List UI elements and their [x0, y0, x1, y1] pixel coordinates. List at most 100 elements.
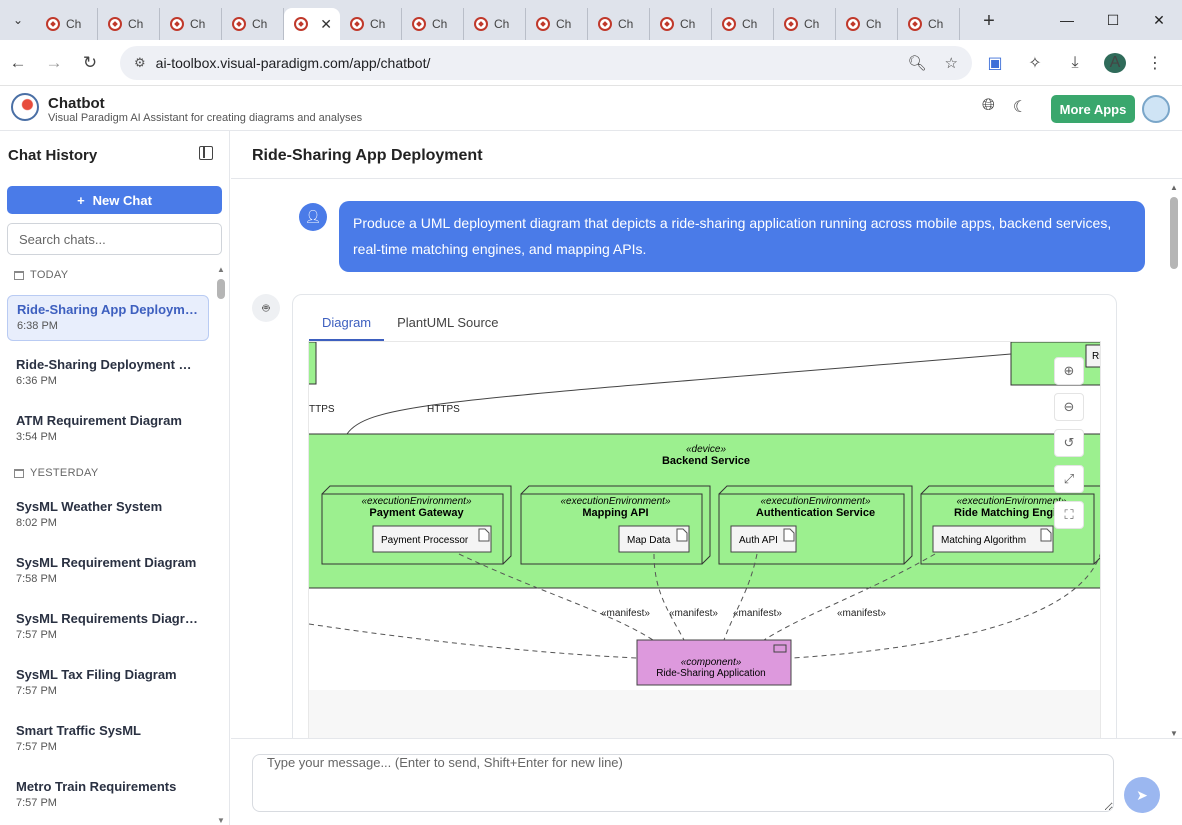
browser-tab[interactable]: Ch — [464, 8, 526, 40]
forward-icon[interactable]: → — [36, 53, 72, 73]
download-icon[interactable]: ⤓ — [1064, 54, 1086, 72]
env-name: Payment Gateway — [369, 507, 464, 519]
tab-search-icon[interactable]: ⌄ — [0, 0, 36, 40]
zoom-icon[interactable]: 🔍︎ — [908, 54, 927, 72]
zoom-in-icon[interactable]: ⊕ — [1054, 357, 1084, 385]
search-chats-input[interactable] — [7, 223, 222, 255]
tab-label: Ch — [680, 17, 695, 31]
url-field[interactable]: ⚙ ai-toolbox.visual-paradigm.com/app/cha… — [120, 46, 972, 80]
env-stereotype: «executionEnvironment» — [956, 496, 1067, 507]
scroll-up-icon[interactable]: ▲ — [1170, 183, 1178, 192]
sidebar-toggle-icon[interactable] — [199, 146, 213, 160]
scroll-up-icon[interactable]: ▲ — [217, 265, 225, 274]
new-tab-icon[interactable]: + — [974, 10, 1004, 33]
sidebar-scrollbar[interactable]: ▲ ▼ — [216, 265, 226, 825]
chat-title: Ride-Sharing App Deployment — [252, 147, 483, 165]
diagram-canvas[interactable]: Ri TTPS HTTPS «device» Backend Service «… — [308, 341, 1101, 754]
reset-view-icon[interactable]: ↺ — [1054, 429, 1084, 457]
execution-environment: «executionEnvironment»Mapping APIMap Dat… — [521, 486, 710, 564]
history-item[interactable]: Metro Train Requirements7:57 PM — [7, 773, 209, 819]
fullscreen-icon[interactable]: ⛶ — [1054, 501, 1084, 529]
browser-tab[interactable]: Ch — [712, 8, 774, 40]
puzzle-icon[interactable]: ✧ — [1024, 53, 1046, 73]
history-item-title: SysML Requirements Diagram — [16, 611, 200, 626]
browser-tab[interactable]: Ch — [160, 8, 222, 40]
bot-avatar-icon[interactable] — [1142, 95, 1170, 123]
chat-history-sidebar: Chat History + New Chat TODAY Ride-Sharin… — [0, 131, 230, 825]
fit-screen-icon[interactable]: ⤢ — [1054, 465, 1084, 493]
browser-menu-icon[interactable]: ⋮ — [1144, 53, 1166, 73]
message-input[interactable] — [252, 754, 1114, 812]
zoom-out-icon[interactable]: ⊖ — [1054, 393, 1084, 421]
browser-tab[interactable]: Ch — [402, 8, 464, 40]
history-group-header: TODAY — [0, 265, 216, 285]
manifest-label-2: «manifest» — [669, 608, 718, 619]
history-item[interactable]: Ride-Sharing App Deployment6:38 PM — [7, 295, 209, 341]
back-icon[interactable]: ← — [0, 53, 36, 73]
history-item-title: Ride-Sharing App Deployment — [17, 302, 199, 317]
tab-diagram[interactable]: Diagram — [309, 309, 384, 341]
execution-environment: «executionEnvironment»Payment GatewayPay… — [322, 486, 511, 564]
artifact-file-icon — [677, 529, 687, 541]
globe-icon[interactable]: 🌐︎ — [982, 97, 995, 117]
history-item[interactable]: Smart Traffic SysML7:57 PM — [7, 717, 209, 763]
history-item[interactable]: SysML Tax Filing Diagram7:57 PM — [7, 661, 209, 707]
browser-tab[interactable]: Ch — [526, 8, 588, 40]
browser-tab[interactable]: Ch — [222, 8, 284, 40]
scroll-thumb[interactable] — [217, 279, 225, 299]
main-scrollbar[interactable]: ▲ ▼ — [1168, 183, 1180, 738]
browser-tab[interactable]: Ch — [588, 8, 650, 40]
execution-environment: «executionEnvironment»Authentication Ser… — [719, 486, 912, 564]
artifact-label: Auth API — [739, 535, 778, 546]
chat-main: Ride-Sharing App Deployment 👤︎ Produce a… — [231, 131, 1182, 825]
scroll-thumb[interactable] — [1170, 197, 1178, 269]
history-item[interactable]: SysML Weather System8:02 PM — [7, 493, 209, 539]
browser-tab[interactable]: ✕ — [284, 8, 340, 40]
more-apps-button[interactable]: More Apps — [1051, 95, 1135, 123]
bookmark-star-icon[interactable]: ☆ — [945, 54, 958, 72]
site-favicon-icon — [908, 17, 922, 31]
history-item-time: 7:57 PM — [16, 741, 200, 753]
profile-avatar[interactable]: A — [1104, 53, 1126, 73]
site-favicon-icon — [350, 17, 364, 31]
send-icon[interactable]: ➤ — [1124, 777, 1160, 813]
history-item[interactable]: ATM Requirement Diagram3:54 PM — [7, 407, 209, 453]
close-tab-icon[interactable]: ✕ — [320, 16, 332, 33]
browser-tab[interactable]: Ch — [774, 8, 836, 40]
moon-icon[interactable]: ☾ — [1013, 97, 1027, 117]
scroll-down-icon[interactable]: ▼ — [217, 816, 225, 825]
device-name: Backend Service — [662, 455, 750, 467]
browser-tab[interactable]: Ch — [836, 8, 898, 40]
manifest-label-3: «manifest» — [733, 608, 782, 619]
tab-plantuml-source[interactable]: PlantUML Source — [384, 309, 511, 341]
browser-tab[interactable]: Ch — [98, 8, 160, 40]
minimize-icon[interactable]: — — [1044, 0, 1090, 40]
site-favicon-icon — [412, 17, 426, 31]
browser-tab[interactable]: Ch — [650, 8, 712, 40]
diagram-card: Diagram PlantUML Source Ri TTPS HTTPS «d… — [292, 294, 1117, 754]
scroll-down-icon[interactable]: ▼ — [1170, 729, 1178, 738]
extension-icon[interactable]: ▣ — [984, 53, 1006, 73]
site-info-icon[interactable]: ⚙ — [134, 55, 146, 71]
browser-tab[interactable]: Ch — [898, 8, 960, 40]
site-favicon-icon — [170, 17, 184, 31]
app-logo — [11, 93, 39, 121]
sidebar-title: Chat History — [8, 147, 97, 164]
manifest-label-1: «manifest» — [601, 608, 650, 619]
history-item[interactable]: Ride-Sharing Deployment Di...6:36 PM — [7, 351, 209, 397]
divider — [231, 178, 1182, 179]
extensions-area: ▣ ✧ ⤓ A ⋮ — [984, 40, 1166, 86]
browser-tab[interactable]: Ch — [340, 8, 402, 40]
browser-tab[interactable]: Ch — [36, 8, 98, 40]
new-chat-button[interactable]: + New Chat — [7, 186, 222, 214]
history-item[interactable]: SysML Requirements Diagram7:57 PM — [7, 605, 209, 651]
history-item-time: 6:36 PM — [16, 375, 200, 387]
artifact-label: Payment Processor — [381, 535, 469, 546]
close-window-icon[interactable]: ✕ — [1136, 0, 1182, 40]
artifact-file-icon — [784, 529, 794, 541]
history-item-title: Metro Train Requirements — [16, 779, 200, 794]
reload-icon[interactable]: ↻ — [72, 53, 108, 73]
maximize-icon[interactable]: ☐ — [1090, 0, 1136, 40]
site-favicon-icon — [660, 17, 674, 31]
history-item[interactable]: SysML Requirement Diagram7:58 PM — [7, 549, 209, 595]
